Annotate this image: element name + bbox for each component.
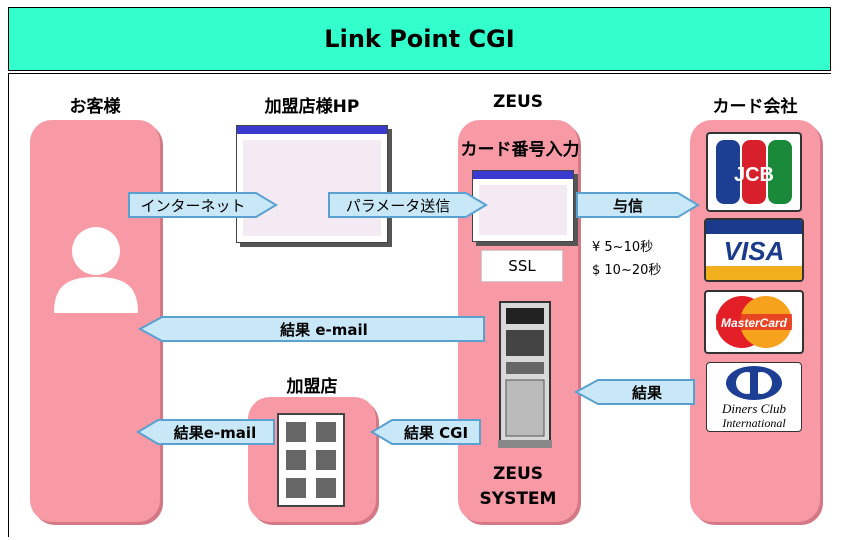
diners-text-line1: Diners Club [721, 401, 786, 416]
user-icon [54, 227, 138, 313]
parameter-send-arrow: パラメータ送信 [328, 188, 488, 222]
parameter-send-label: パラメータ送信 [345, 196, 451, 215]
customer-header: お客様 [69, 97, 121, 117]
card-input-screenshot [472, 170, 574, 242]
card-company-header: カード会社 [712, 97, 798, 117]
zeus-system-label: ZEUS SYSTEM [463, 462, 573, 512]
jcb-text: JCB [734, 164, 774, 186]
ssl-label: SSL [481, 250, 563, 282]
result-email-label: 結果 e-mail [280, 320, 368, 339]
internet-label: インターネット [140, 196, 246, 215]
diners-text-line2: International [721, 416, 786, 430]
rate-yen: ¥ 5~10秒 [592, 240, 654, 255]
zeus-header: ZEUS [493, 92, 543, 112]
page-title: Link Point CGI [8, 7, 831, 71]
server-icon [498, 301, 552, 448]
merchant-label: 加盟店 [286, 377, 338, 397]
jcb-logo: JCB [706, 132, 802, 212]
merchant-hp-header: 加盟店様HP [264, 97, 360, 117]
visa-logo: VISA [704, 218, 804, 282]
visa-text: VISA [724, 236, 785, 266]
card-number-input-label: カード番号入力 [460, 140, 580, 160]
zeus-system-line1: ZEUS [493, 464, 543, 484]
credit-arrow: 与信 [576, 188, 700, 222]
result-cgi-arrow: 結果 CGI [370, 415, 482, 449]
mastercard-logo: MasterCard [704, 290, 804, 354]
result-cgi-label: 結果 CGI [403, 423, 469, 442]
result-email-merchant-label: 結果e-mail [173, 423, 257, 442]
credit-label: 与信 [612, 196, 643, 215]
internet-arrow: インターネット [128, 188, 278, 222]
customer-column [30, 120, 160, 522]
building-icon [277, 413, 345, 507]
result-email-merchant-arrow: 結果e-mail [136, 415, 276, 449]
diagram-frame [8, 73, 831, 537]
result-arrow: 結果 [574, 375, 696, 409]
zeus-system-line2: SYSTEM [479, 489, 557, 509]
mastercard-text: MasterCard [721, 316, 788, 330]
merchant-website-screenshot [236, 125, 388, 243]
result-email-arrow: 結果 e-mail [138, 312, 486, 346]
rate-dollar: $ 10~20秒 [592, 263, 662, 278]
diners-club-logo: Diners Club International [706, 362, 802, 432]
result-label: 結果 [631, 383, 662, 402]
